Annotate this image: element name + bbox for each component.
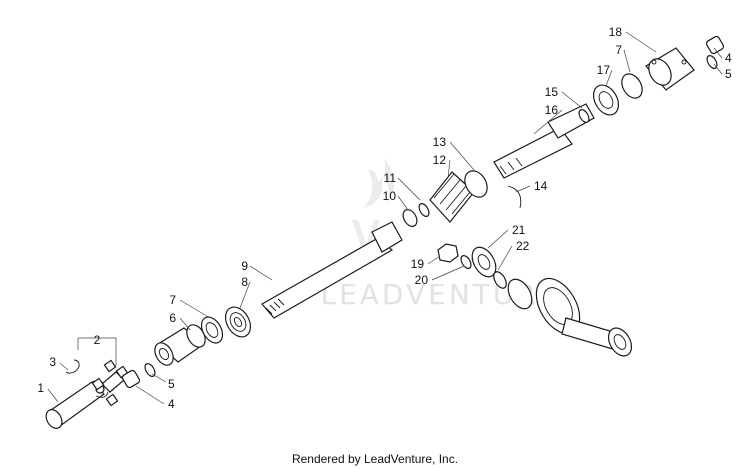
callout-22: 22	[516, 239, 530, 253]
callout-19: 19	[411, 257, 425, 271]
flame-logo-icon	[364, 158, 395, 208]
callout-9: 9	[241, 259, 248, 273]
nut-washer-part	[460, 255, 472, 269]
callout-6: 6	[169, 311, 176, 325]
leader-lines	[47, 31, 723, 405]
snap-ring-part	[65, 359, 80, 374]
retaining-ring-part	[507, 185, 522, 209]
spur-gear-part	[471, 246, 497, 278]
callout-10: 10	[383, 189, 397, 203]
callout-20: 20	[415, 273, 429, 287]
callout-7-upper: 7	[615, 43, 622, 57]
callout-5-upper: 5	[725, 67, 732, 81]
bearing-part	[224, 306, 252, 338]
callout-5: 5	[168, 377, 175, 391]
callout-11: 11	[384, 171, 397, 185]
footer-credit: Rendered by LeadVenture, Inc.	[291, 452, 459, 466]
small-bearing-part	[402, 209, 418, 227]
upper-washer-part	[706, 55, 718, 69]
callout-4: 4	[168, 397, 175, 411]
callout-15: 15	[545, 85, 559, 99]
callout-12: 12	[433, 153, 447, 167]
callout-16: 16	[545, 103, 559, 117]
callout-18: 18	[609, 25, 623, 39]
countershaft-part	[507, 277, 633, 357]
coupler-yoke-part	[154, 324, 206, 366]
gear-bearing-part	[464, 170, 488, 198]
callout-4-upper: 4	[725, 51, 732, 65]
callout-21: 21	[512, 223, 526, 237]
housing-flange-part	[645, 47, 695, 91]
callout-2: 2	[94, 333, 101, 347]
nut-part	[437, 243, 459, 263]
logo-v-icon	[352, 220, 380, 260]
callout-labels: 1 2 3 4 5 6 7 8 9 10 11 12 13 14 15 16 1…	[37, 25, 732, 411]
callout-1: 1	[37, 381, 44, 395]
washer-part	[144, 363, 156, 377]
callout-3: 3	[49, 355, 56, 369]
callout-14: 14	[534, 179, 548, 193]
shaft-washer-part	[578, 109, 590, 123]
upper-bearing-part	[592, 84, 620, 116]
upper-seal-part	[621, 73, 643, 99]
bushing-part	[121, 369, 141, 389]
callout-8: 8	[241, 275, 248, 289]
callout-7: 7	[169, 293, 176, 307]
upper-bushing-part	[705, 35, 725, 55]
drive-shaft-part	[261, 221, 403, 319]
thrust-washer-part	[418, 203, 430, 217]
gear-washer-part	[493, 271, 507, 289]
callout-17: 17	[597, 63, 611, 77]
callout-13: 13	[433, 135, 447, 149]
